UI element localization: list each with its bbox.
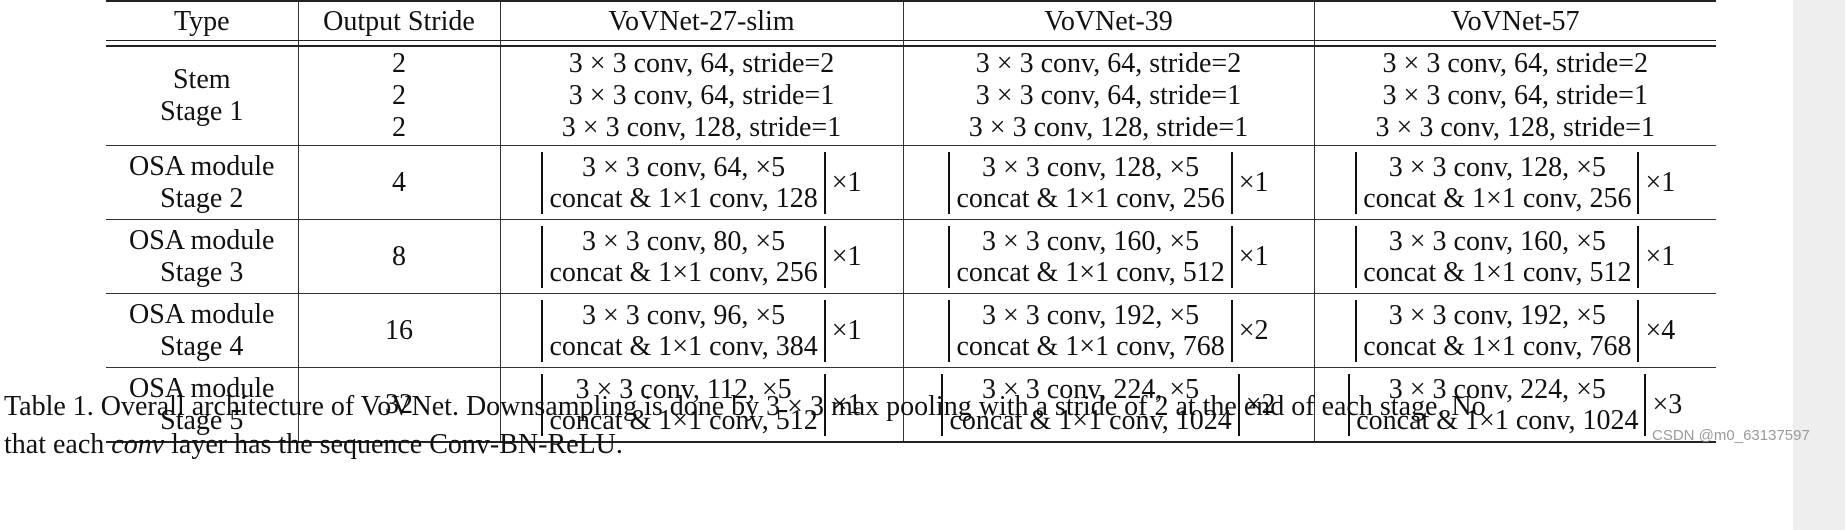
table-row-stage-5: OSA module Stage 5 32 3 × 3 conv, 112, ×… <box>106 367 1716 443</box>
table-row-stage-3: OSA module Stage 3 8 3 × 3 conv, 80, ×5 … <box>106 219 1716 294</box>
architecture-table-container: Type Output Stride VoVNet-27-slim VoVNet… <box>106 0 1716 443</box>
cell-stage-4-stride: 16 <box>298 293 501 368</box>
header-type: Type <box>106 0 299 41</box>
osa-bracket: 3 × 3 conv, 64, ×5 concat & 1×1 conv, 12… <box>541 151 826 214</box>
header-vovnet-27-slim: VoVNet-27-slim <box>500 0 904 41</box>
architecture-table: Type Output Stride VoVNet-27-slim VoVNet… <box>106 0 1716 443</box>
osa-bracket: 3 × 3 conv, 96, ×5 concat & 1×1 conv, 38… <box>541 299 826 362</box>
table-row-stage-4: OSA module Stage 4 16 3 × 3 conv, 96, ×5… <box>106 293 1716 368</box>
cell-stage-5-type: OSA module Stage 5 <box>106 367 299 443</box>
cell-stem-type: Stem Stage 1 <box>106 46 299 146</box>
cell-stage-4-type: OSA module Stage 4 <box>106 293 299 368</box>
osa-bracket: 3 × 3 conv, 112, ×5 concat & 1×1 conv, 5… <box>541 373 826 436</box>
repeat-multiplier: ×4 <box>1645 315 1676 346</box>
repeat-multiplier: ×1 <box>831 241 862 272</box>
cell-stage-2-vovnet-57: 3 × 3 conv, 128, ×5 concat & 1×1 conv, 2… <box>1314 145 1716 220</box>
cell-stage-3-vovnet-27-slim: 3 × 3 conv, 80, ×5 concat & 1×1 conv, 25… <box>500 219 904 294</box>
cell-stage-3-type: OSA module Stage 3 <box>106 219 299 294</box>
table-caption: Table 1. Overall architecture of VoVNet.… <box>4 388 1834 464</box>
cell-stem-vovnet-57: 3 × 3 conv, 64, stride=2 3 × 3 conv, 64,… <box>1375 48 1655 143</box>
osa-bracket: 3 × 3 conv, 192, ×5 concat & 1×1 conv, 7… <box>1355 299 1640 362</box>
cell-stem-vovnet-27-slim: 3 × 3 conv, 64, stride=2 3 × 3 conv, 64,… <box>500 46 904 146</box>
caption-line-1: Table 1. Overall architecture of VoVNet.… <box>4 391 1486 422</box>
repeat-multiplier: ×1 <box>1645 241 1676 272</box>
cell-stage-4-vovnet-57: 3 × 3 conv, 192, ×5 concat & 1×1 conv, 7… <box>1314 293 1716 368</box>
table-row-stem: Stem Stage 1 2 2 2 3 × 3 conv, 64, strid… <box>106 46 1716 146</box>
cell-stage-2-type: OSA module Stage 2 <box>106 145 299 220</box>
header-row: Type Output Stride VoVNet-27-slim VoVNet… <box>106 0 1716 41</box>
cell-stage-2-vovnet-27-slim: 3 × 3 conv, 64, ×5 concat & 1×1 conv, 12… <box>500 145 904 220</box>
cell-stage-3-vovnet-39: 3 × 3 conv, 160, ×5 concat & 1×1 conv, 5… <box>903 219 1315 294</box>
cell-stem-strides: 2 2 2 <box>298 46 501 146</box>
repeat-multiplier: ×3 <box>1652 389 1683 420</box>
osa-bracket: 3 × 3 conv, 192, ×5 concat & 1×1 conv, 7… <box>948 299 1233 362</box>
header-vovnet-57: VoVNet-57 <box>1314 0 1716 41</box>
cell-stage-5-vovnet-27-slim: 3 × 3 conv, 112, ×5 concat & 1×1 conv, 5… <box>500 367 904 443</box>
table-row-stage-2: OSA module Stage 2 4 3 × 3 conv, 64, ×5 … <box>106 145 1716 220</box>
repeat-multiplier: ×1 <box>831 389 862 420</box>
cell-stage-4-vovnet-27-slim: 3 × 3 conv, 96, ×5 concat & 1×1 conv, 38… <box>500 293 904 368</box>
cell-stage-3-vovnet-57: 3 × 3 conv, 160, ×5 concat & 1×1 conv, 5… <box>1314 219 1716 294</box>
repeat-multiplier: ×1 <box>1238 241 1269 272</box>
osa-bracket: 3 × 3 conv, 224, ×5 concat & 1×1 conv, 1… <box>1348 373 1647 436</box>
repeat-multiplier: ×1 <box>831 315 862 346</box>
repeat-multiplier: ×1 <box>1238 167 1269 198</box>
osa-bracket: 3 × 3 conv, 160, ×5 concat & 1×1 conv, 5… <box>1355 225 1640 288</box>
osa-bracket: 3 × 3 conv, 128, ×5 concat & 1×1 conv, 2… <box>948 151 1233 214</box>
cell-stage-2-stride: 4 <box>298 145 501 220</box>
cell-stage-5-vovnet-39: 3 × 3 conv, 224, ×5 concat & 1×1 conv, 1… <box>903 367 1315 443</box>
cell-stage-5-stride: 32 <box>298 367 501 443</box>
cell-stage-5-vovnet-57: 3 × 3 conv, 224, ×5 concat & 1×1 conv, 1… <box>1314 367 1716 443</box>
osa-bracket: 3 × 3 conv, 128, ×5 concat & 1×1 conv, 2… <box>1355 151 1640 214</box>
cell-stage-2-vovnet-39: 3 × 3 conv, 128, ×5 concat & 1×1 conv, 2… <box>903 145 1315 220</box>
repeat-multiplier: ×2 <box>1238 315 1269 346</box>
caption-line-2: that each conv layer has the sequence Co… <box>4 429 623 460</box>
cell-stage-4-vovnet-39: 3 × 3 conv, 192, ×5 concat & 1×1 conv, 7… <box>903 293 1315 368</box>
page-edge-strip <box>1793 0 1845 530</box>
caption-italic-conv: conv <box>111 429 165 460</box>
header-vovnet-39: VoVNet-39 <box>903 0 1315 41</box>
osa-bracket: 3 × 3 conv, 224, ×5 concat & 1×1 conv, 1… <box>941 373 1240 436</box>
cell-stage-3-stride: 8 <box>298 219 501 294</box>
repeat-multiplier: ×2 <box>1245 389 1276 420</box>
cell-stem-vovnet-39: 3 × 3 conv, 64, stride=2 3 × 3 conv, 64,… <box>903 46 1315 146</box>
csdn-watermark: CSDN @m0_63137597 <box>1652 427 1810 444</box>
header-double-rule <box>106 40 1716 47</box>
repeat-multiplier: ×1 <box>831 167 862 198</box>
header-output-stride: Output Stride <box>298 0 501 41</box>
repeat-multiplier: ×1 <box>1645 167 1676 198</box>
osa-bracket: 3 × 3 conv, 80, ×5 concat & 1×1 conv, 25… <box>541 225 826 288</box>
osa-bracket: 3 × 3 conv, 160, ×5 concat & 1×1 conv, 5… <box>948 225 1233 288</box>
